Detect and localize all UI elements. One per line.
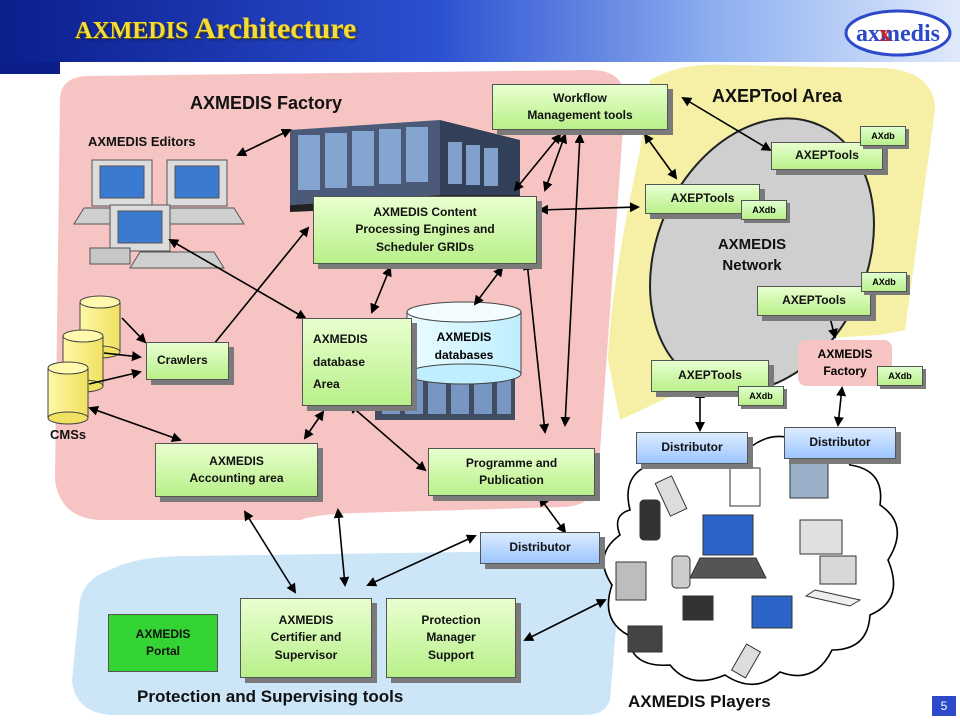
accounting-line1: AXMEDIS <box>209 453 264 468</box>
programme-line1: Programme and <box>465 455 558 470</box>
database-area-line3: Area <box>313 377 340 392</box>
portal-line1: AXMEDIS <box>135 626 191 641</box>
databases-line2: databases <box>434 348 494 362</box>
axeptools-box-3[interactable]: AXEPTools <box>757 286 871 316</box>
svg-text:x: x <box>879 21 891 47</box>
certifier-line2: Certifier and <box>270 630 342 645</box>
protection-manager-line1: Protection <box>421 612 481 627</box>
axeptools-box-2[interactable]: AXEPTools <box>645 184 760 214</box>
factory-small-line1: AXMEDIS <box>817 346 873 361</box>
content-processing-line1: AXMEDIS Content <box>373 204 477 219</box>
programme-line2: Publication <box>479 473 544 487</box>
database-area-line2: database <box>313 354 366 369</box>
protection-region-label: Protection and Supervising tools <box>137 687 404 706</box>
workflow-line2: Management tools <box>527 108 633 122</box>
axmedis-logo: axmedis x <box>842 8 954 58</box>
title-bar <box>0 0 960 62</box>
axdb-badge-1: AXdb <box>860 126 906 146</box>
protection-manager-line3: Support <box>428 647 474 662</box>
axdb-badge-2: AXdb <box>741 200 787 220</box>
axmedis-databases-label: AXMEDIS databases <box>407 322 521 370</box>
title-suffix: Architecture <box>194 12 357 45</box>
accounting-area-box[interactable]: AXMEDIS Accounting area <box>155 443 318 497</box>
factory-small-box[interactable]: AXMEDIS Factory <box>798 340 892 386</box>
axeptool-area-label: AXEPTool Area <box>712 86 843 106</box>
certifier-line3: Supervisor <box>274 647 338 662</box>
cmss-label: CMSs <box>50 427 87 442</box>
cms-arrows <box>88 317 147 385</box>
players-region-label: AXMEDIS Players <box>628 692 771 711</box>
axdb-badge-5: AXdb <box>877 366 923 386</box>
network-label: AXMEDIS Network <box>702 234 802 276</box>
player-devices-illustration <box>615 461 862 679</box>
accounting-line2: Accounting area <box>189 471 284 485</box>
portal-line2: Portal <box>145 644 180 658</box>
protection-manager-line2: Manager <box>426 630 476 645</box>
distributor-left-box[interactable]: Distributor <box>636 432 748 464</box>
crawlers-box[interactable]: Crawlers <box>146 342 229 380</box>
editors-label: AXMEDIS Editors <box>88 134 196 149</box>
certifier-line1: AXMEDIS <box>278 612 334 627</box>
database-area-line1: AXMEDIS <box>313 331 368 346</box>
slide-number: 5 <box>932 696 956 716</box>
connection-arrows <box>88 96 847 641</box>
cms-databases <box>47 295 121 425</box>
distributor-right-box[interactable]: Distributor <box>784 427 896 459</box>
editors-computers-illustration <box>73 159 245 269</box>
portal-box[interactable]: AXMEDIS Portal <box>108 614 218 672</box>
content-processing-line2: Processing Engines and <box>355 222 495 237</box>
content-processing-line3: Scheduler GRIDs <box>375 239 475 254</box>
axmedis-databases-cylinder <box>406 301 522 385</box>
title-prefix: AXMEDIS <box>75 18 189 44</box>
page-title: AXMEDIS Architecture <box>75 12 356 46</box>
network-label-line2: Network <box>722 257 782 274</box>
databases-line1: AXMEDIS <box>436 330 492 344</box>
workflow-line1: Workflow <box>553 90 607 105</box>
factory-region-label: AXMEDIS Factory <box>190 93 343 113</box>
svg-text:axmedis: axmedis <box>856 21 940 47</box>
network-label-line1: AXMEDIS <box>717 236 787 253</box>
distributor-bottom-box[interactable]: Distributor <box>480 532 600 564</box>
axdb-badge-4: AXdb <box>738 386 784 406</box>
title-bar-strip <box>0 62 60 74</box>
factory-small-line2: Factory <box>823 364 867 378</box>
axeptools-box-1[interactable]: AXEPTools <box>771 142 883 170</box>
logo-graphic: axmedis x <box>844 9 952 57</box>
axdb-badge-3: AXdb <box>861 272 907 292</box>
